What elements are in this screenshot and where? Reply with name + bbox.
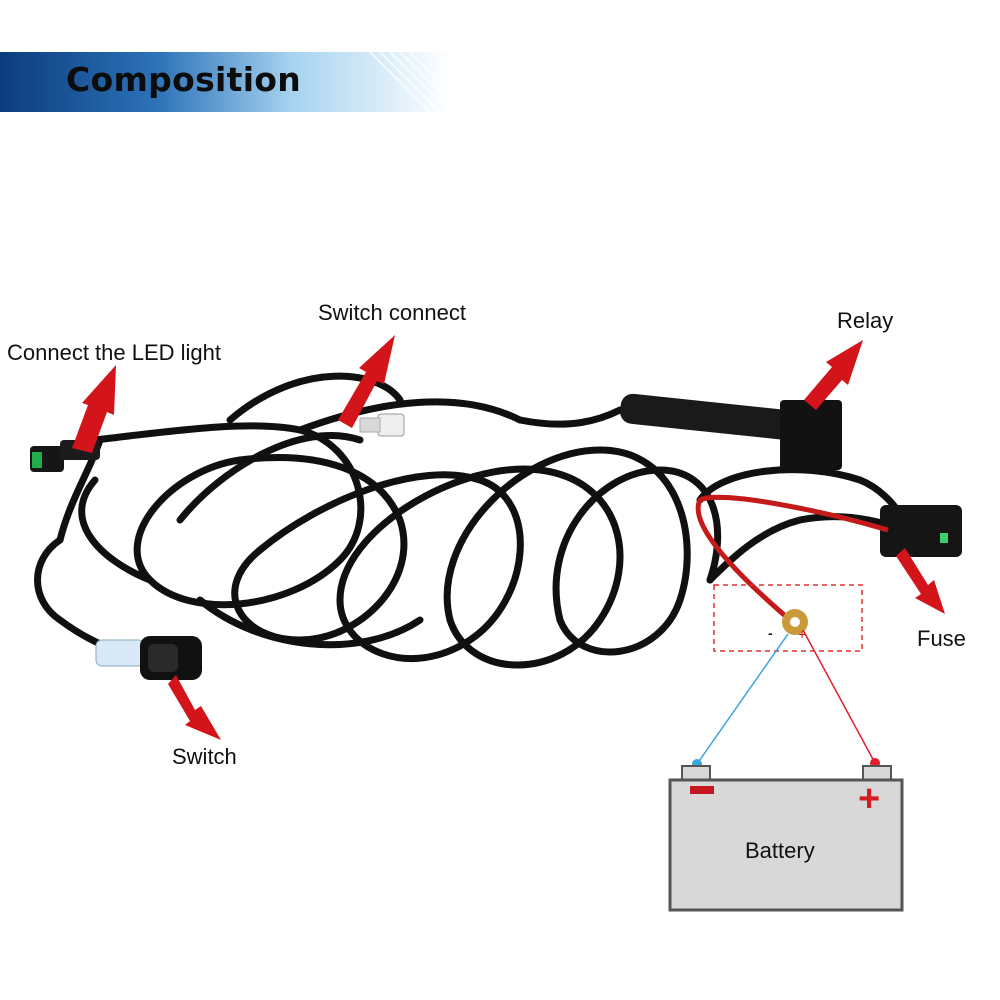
- switch-connect-plug: [359, 413, 405, 437]
- arrow-relay-icon: [804, 340, 863, 410]
- terminal-highlight-box: [713, 584, 863, 652]
- positive-cable: [695, 494, 889, 622]
- terminal-plus-sign: +: [798, 626, 807, 642]
- positive-leader-wire: [802, 629, 876, 764]
- label-battery: Battery: [745, 838, 815, 863]
- label-switch-connect: Switch connect: [318, 300, 466, 325]
- label-fuse: Fuse: [917, 626, 966, 651]
- arrow-fuse-icon: [896, 548, 945, 614]
- negative-leader-wire: [696, 633, 789, 765]
- rocker-switch: [95, 636, 202, 680]
- callout-arrows: [72, 335, 945, 740]
- arrow-switch-icon: [168, 675, 221, 740]
- label-connect-led: Connect the LED light: [7, 340, 222, 365]
- battery-graphic: [668, 765, 904, 912]
- battery-plus-symbol: +: [858, 778, 881, 820]
- terminal-minus-sign: -: [768, 625, 773, 641]
- page-title: Composition: [66, 60, 302, 99]
- cable-bundle: [34, 372, 904, 669]
- label-relay: Relay: [837, 308, 894, 333]
- label-switch: Switch: [172, 744, 237, 769]
- relay-module: [620, 393, 842, 470]
- arrow-led-icon: [72, 365, 116, 453]
- arrow-switch-connect-icon: [338, 335, 395, 428]
- fuse-holder: [880, 505, 962, 557]
- ring-terminal: [782, 609, 808, 635]
- title-banner: [0, 52, 450, 112]
- battery-minus-symbol: -: [690, 786, 714, 794]
